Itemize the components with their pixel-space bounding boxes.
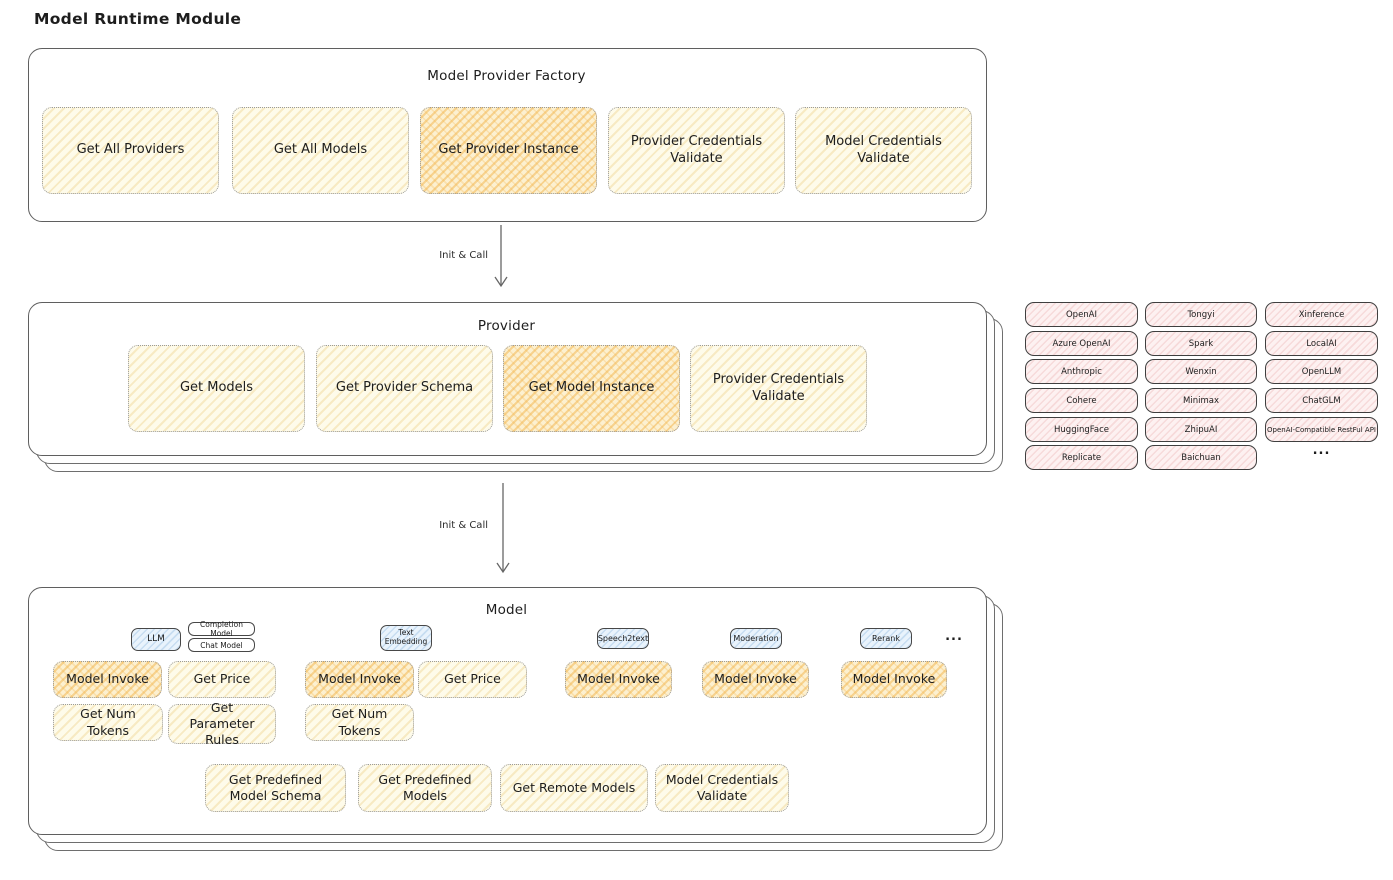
provider-chip-openai: OpenAI xyxy=(1025,302,1138,327)
init-call-label-1: Init & Call xyxy=(439,250,488,261)
model-invoke-speech2text: Model Invoke xyxy=(565,661,672,698)
provider-chip-anthropic: Anthropic xyxy=(1025,359,1138,384)
provider-get-provider-schema: Get Provider Schema xyxy=(316,345,493,432)
provider-get-models: Get Models xyxy=(128,345,305,432)
provider-chip-wenxin: Wenxin xyxy=(1145,359,1257,384)
provider-title: Provider xyxy=(477,318,536,334)
provider-chip-replicate: Replicate xyxy=(1025,445,1138,470)
get-price-embedding: Get Price xyxy=(418,661,527,698)
get-price-llm: Get Price xyxy=(168,661,276,698)
model-invoke-embedding: Model Invoke xyxy=(305,661,414,698)
model-credentials-validate: Model Credentials Validate xyxy=(655,764,789,812)
factory-title: Model Provider Factory xyxy=(427,68,586,84)
factory-get-all-providers: Get All Providers xyxy=(42,107,219,194)
provider-chip-xinference: Xinference xyxy=(1265,302,1378,327)
init-call-label-2: Init & Call xyxy=(439,520,488,531)
tag-llm: LLM xyxy=(131,628,181,651)
provider-get-model-instance: Get Model Instance xyxy=(503,345,680,432)
model-invoke-rerank: Model Invoke xyxy=(841,661,947,698)
tag-speech2text: Speech2text xyxy=(597,628,649,649)
tag-rerank: Rerank xyxy=(860,628,912,649)
provider-chip-spark: Spark xyxy=(1145,331,1257,356)
model-tags-more: ... xyxy=(945,629,963,644)
get-parameter-rules-llm: Get Parameter Rules xyxy=(168,700,276,747)
provider-chip-zhipuai: ZhipuAI xyxy=(1145,417,1257,442)
factory-get-provider-instance: Get Provider Instance xyxy=(420,107,597,194)
factory-get-all-models: Get All Models xyxy=(232,107,409,194)
provider-credentials-validate: Provider Credentials Validate xyxy=(690,345,867,432)
provider-chip-tongyi: Tongyi xyxy=(1145,302,1257,327)
get-predefined-model-schema: Get Predefined Model Schema xyxy=(205,764,346,812)
model-title: Model xyxy=(485,602,528,618)
arrow-down-icon xyxy=(496,483,510,574)
provider-chip-huggingface: HuggingFace xyxy=(1025,417,1138,442)
provider-chip-minimax: Minimax xyxy=(1145,388,1257,413)
provider-chip-openai-compatible: OpenAI-Compatible RestFul API xyxy=(1265,417,1378,442)
provider-chip-localai: LocalAI xyxy=(1265,331,1378,356)
provider-chip-openllm: OpenLLM xyxy=(1265,359,1378,384)
provider-chip-baichuan: Baichuan xyxy=(1145,445,1257,470)
provider-chip-chatglm: ChatGLM xyxy=(1265,388,1378,413)
tag-text-embedding: Text Embedding xyxy=(380,625,432,651)
factory-model-credentials-validate: Model Credentials Validate xyxy=(795,107,972,194)
tag-completion-model: Completion Model xyxy=(188,620,255,638)
model-invoke-moderation: Model Invoke xyxy=(702,661,809,698)
model-invoke-llm: Model Invoke xyxy=(53,661,162,698)
arrow-down-icon xyxy=(494,225,508,288)
get-num-tokens-embedding: Get Num Tokens xyxy=(305,704,414,741)
factory-provider-credentials-validate: Provider Credentials Validate xyxy=(608,107,785,194)
get-num-tokens-llm: Get Num Tokens xyxy=(53,704,163,741)
page-title: Model Runtime Module xyxy=(34,10,242,28)
tag-moderation: Moderation xyxy=(730,628,782,649)
get-remote-models: Get Remote Models xyxy=(500,764,648,812)
get-predefined-models: Get Predefined Models xyxy=(358,764,492,812)
provider-list-more: ... xyxy=(1312,443,1331,458)
provider-chip-cohere: Cohere xyxy=(1025,388,1138,413)
tag-chat-model: Chat Model xyxy=(188,638,255,652)
provider-chip-azure-openai: Azure OpenAI xyxy=(1025,331,1138,356)
